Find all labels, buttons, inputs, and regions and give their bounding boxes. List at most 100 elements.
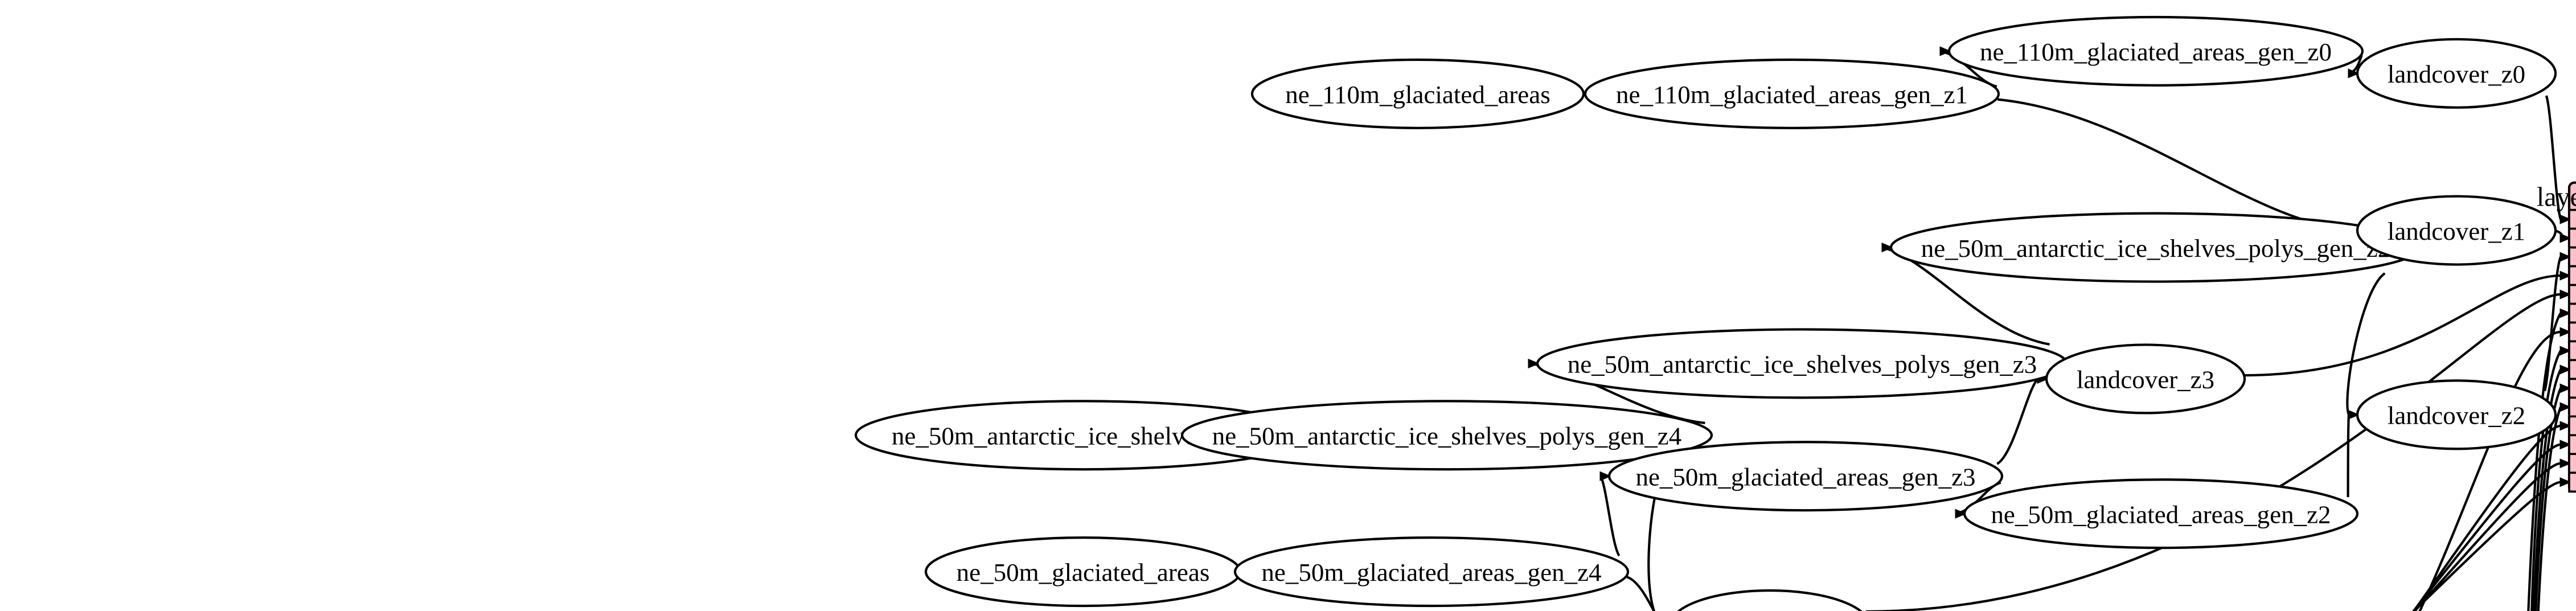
edge-arrowhead <box>2559 421 2571 431</box>
node-label-ne_50m_glaciated_areas_gen_z4: ne_50m_glaciated_areas_gen_z4 <box>1261 558 1601 587</box>
graph-node-ne_110m_glaciated_areas_gen_z0[interactable]: ne_110m_glaciated_areas_gen_z0 <box>1947 15 2364 87</box>
graph-edge-ne_110m_glaciated_areas_gen_z1--to--landcover_z1 <box>1997 98 2349 232</box>
node-ellipse-ne_50m_glaciated_areas_gen_z4 <box>1233 536 1630 608</box>
graph-node-ne_110m_glaciated_areas_gen_z1[interactable]: ne_110m_glaciated_areas_gen_z1 <box>1584 58 2000 129</box>
graph-edge-osm_landcover_gen_z12--to--layer_landcover-z12 <box>2412 443 2561 611</box>
layer-table-row-z2[interactable] <box>2568 246 2576 268</box>
graph-node-ne_50m_glaciated_areas_gen_z4[interactable]: ne_50m_glaciated_areas_gen_z4 <box>1233 536 1630 608</box>
graph-node-ne_50m_antarctic_ice_shelves_polys_gen_z2[interactable]: ne_50m_antarctic_ice_shelves_polys_gen_z… <box>1889 212 2422 283</box>
edge-arrowhead <box>2559 270 2571 281</box>
graph-node-landcover_z0[interactable]: landcover_z0 <box>2356 38 2557 109</box>
edge-arrowhead <box>2559 364 2571 375</box>
layer-table-row-z7[interactable] <box>2568 340 2576 362</box>
edge-arrowhead <box>2348 409 2360 420</box>
edge-arrowhead <box>2348 68 2360 79</box>
edge-arrowhead <box>1955 509 1967 519</box>
graph-node-landcover_z4[interactable]: landcover_z4 <box>1671 589 1869 611</box>
graph-edge-landcover_z0--to--layer_landcover-z0 <box>2545 95 2562 220</box>
nodes-layer: imposm3osm_landcover_polygonsimplify_vw_… <box>854 15 2557 611</box>
layer-table-row-z1[interactable] <box>2568 227 2576 249</box>
graph-edge-landcover_z6--to--layer_landcover-z6 <box>2418 330 2561 611</box>
layer-table-row-z14+[interactable] <box>2568 471 2576 493</box>
layer-table-row-z10[interactable] <box>2568 396 2576 418</box>
node-label-ne_50m_antarctic_ice_shelves_polys_gen_z4: ne_50m_antarctic_ice_shelves_polys_gen_z… <box>1212 421 1682 450</box>
layer-landcover-table: layer_landcoverz0z1z2z3z4z5z6z7z8z9z10z1… <box>2537 181 2576 493</box>
graph-node-ne_50m_glaciated_areas_gen_z3[interactable]: ne_50m_glaciated_areas_gen_z3 <box>1607 441 2004 512</box>
graph-node-landcover_z2[interactable]: landcover_z2 <box>2356 379 2557 450</box>
node-ellipse-landcover_z1 <box>2356 195 2557 266</box>
node-label-ne_50m_antarctic_ice_shelves_polys_gen_z3: ne_50m_antarctic_ice_shelves_polys_gen_z… <box>1568 350 2037 379</box>
node-ellipse-ne_110m_glaciated_areas_gen_z1 <box>1584 58 2000 129</box>
graph-edge-osm_landcover_gen_z10--to--layer_landcover-z10 <box>2537 407 2562 611</box>
graph-node-ne_50m_antarctic_ice_shelves_polys_gen_z3[interactable]: ne_50m_antarctic_ice_shelves_polys_gen_z… <box>1536 328 2069 399</box>
edge-arrowhead <box>2559 440 2571 450</box>
node-ellipse-ne_50m_glaciated_areas_gen_z3 <box>1607 441 2004 512</box>
graph-edge-landcover_z2--to--layer_landcover-z2 <box>2543 256 2562 392</box>
edge-arrowhead <box>2559 233 2571 243</box>
layer-table-row-z6[interactable] <box>2568 321 2576 343</box>
graph-edge-landcover_z4--to--layer_landcover-z4 <box>1865 293 2561 611</box>
layer-table-row-z9[interactable] <box>2568 378 2576 399</box>
node-label-ne_110m_glaciated_areas: ne_110m_glaciated_areas <box>1285 80 1550 109</box>
layer-table-header: layer_landcover <box>2537 182 2576 212</box>
layer-table-row-z11[interactable] <box>2568 415 2576 437</box>
edge-arrowhead <box>2559 214 2571 224</box>
node-ellipse-landcover_z0 <box>2356 38 2557 109</box>
graph-node-landcover_z1[interactable]: landcover_z1 <box>2356 195 2557 266</box>
layer-table-row-z12[interactable] <box>2568 434 2576 456</box>
node-label-ne_110m_glaciated_areas_gen_z1: ne_110m_glaciated_areas_gen_z1 <box>1616 80 1968 109</box>
edge-arrowhead <box>2559 402 2571 412</box>
node-label-landcover_z1: landcover_z1 <box>2388 217 2525 245</box>
layer-table-row-z4[interactable] <box>2568 284 2576 305</box>
graph-edge-landcover_z5--to--layer_landcover-z5 <box>2527 312 2562 611</box>
graph-edge-ne_50m_glaciated_areas_gen_z2--to--landcover_z2 <box>2347 415 2351 498</box>
node-ellipse-landcover_z4 <box>1677 589 1863 611</box>
node-ellipse-ne_50m_antarctic_ice_shelves_polys_gen_z4 <box>1180 400 1713 471</box>
layer-table-row-z5[interactable] <box>2568 302 2576 324</box>
node-ellipse-landcover_z2 <box>2356 379 2557 450</box>
edge-arrowhead <box>2559 289 2571 300</box>
graph-edge-osm_landcover_gen_z9--to--layer_landcover-z9 <box>2534 388 2562 611</box>
node-ellipse-ne_50m_glaciated_areas_gen_z2 <box>1963 478 2359 550</box>
edge-arrowhead <box>2559 308 2571 318</box>
edge-arrowhead <box>1939 46 1951 56</box>
node-ellipse-landcover_z3 <box>2045 343 2246 415</box>
graph-edge-osm_landcover_gen_z13--to--layer_landcover-z13 <box>2413 462 2561 611</box>
node-label-ne_50m_glaciated_areas_gen_z3: ne_50m_glaciated_areas_gen_z3 <box>1635 462 1975 491</box>
graph-edge-landcover_z3--to--layer_landcover-z3 <box>2244 274 2561 377</box>
node-label-landcover_z3: landcover_z3 <box>2077 366 2214 394</box>
edge-arrowhead <box>2559 327 2571 337</box>
edge-arrowhead <box>2559 252 2571 262</box>
graph-node-ne_110m_glaciated_areas[interactable]: ne_110m_glaciated_areas <box>1250 58 1585 129</box>
edge-arrowhead <box>2559 383 2571 393</box>
layer-table-row-z8[interactable] <box>2568 359 2576 380</box>
graph-node-ne_50m_antarctic_ice_shelves_polys_gen_z4[interactable]: ne_50m_antarctic_ice_shelves_polys_gen_z… <box>1180 400 1713 471</box>
layer-table-row-z13[interactable] <box>2568 453 2576 474</box>
graph-edge-ne_50m_glaciated_areas_gen_z4--to--landcover_z4 <box>1626 576 1655 611</box>
graph-edge-ne_50m_glaciated_areas_gen_z3--to--landcover_z3 <box>1996 378 2039 465</box>
layer-table-row-z3[interactable] <box>2568 265 2576 286</box>
graph-node-landcover_z3[interactable]: landcover_z3 <box>2045 343 2246 415</box>
graph-node-ne_50m_antarctic_ice_shelves_polys[interactable]: ne_50m_antarctic_ice_shelves_polys <box>854 400 1312 471</box>
graph-edge-ne_50m_antarctic_ice_shelves_polys_gen_z2--to--landcover_z2 <box>2346 272 2386 416</box>
graph-node-ne_50m_glaciated_areas[interactable]: ne_50m_glaciated_areas <box>924 536 1242 608</box>
edge-arrowhead <box>2559 346 2571 356</box>
node-label-ne_50m_glaciated_areas: ne_50m_glaciated_areas <box>957 558 1210 587</box>
graph-edge-osm_landcover_gen_z8--to--layer_landcover-z8 <box>2533 368 2562 611</box>
node-label-ne_50m_glaciated_areas_gen_z2: ne_50m_glaciated_areas_gen_z2 <box>1991 500 2331 528</box>
edge-arrowhead <box>1528 358 1540 368</box>
edge-arrowhead <box>1881 243 1893 253</box>
node-ellipse-ne_110m_glaciated_areas <box>1250 58 1585 129</box>
graph-edge-ne_50m_glaciated_areas_gen_z4--to--ne_50m_glaciated_areas_gen_z3 <box>1599 475 1621 557</box>
edge-arrowhead <box>2559 477 2571 487</box>
graph-edge-osm_landcover_polygon--to--layer_landcover-z14+ <box>2412 481 2561 611</box>
node-label-ne_50m_antarctic_ice_shelves_polys_gen_z2: ne_50m_antarctic_ice_shelves_polys_gen_z… <box>1921 234 2391 263</box>
layer-table-row-z0[interactable] <box>2568 208 2576 230</box>
graph-edge-osm_landcover_gen_z11--to--layer_landcover-z11 <box>2412 424 2561 611</box>
graph-node-ne_50m_glaciated_areas_gen_z2[interactable]: ne_50m_glaciated_areas_gen_z2 <box>1963 478 2359 550</box>
edge-arrowhead <box>1599 471 1611 481</box>
node-label-landcover_z0: landcover_z0 <box>2388 60 2525 88</box>
node-ellipse-ne_110m_glaciated_areas_gen_z0 <box>1947 15 2364 87</box>
